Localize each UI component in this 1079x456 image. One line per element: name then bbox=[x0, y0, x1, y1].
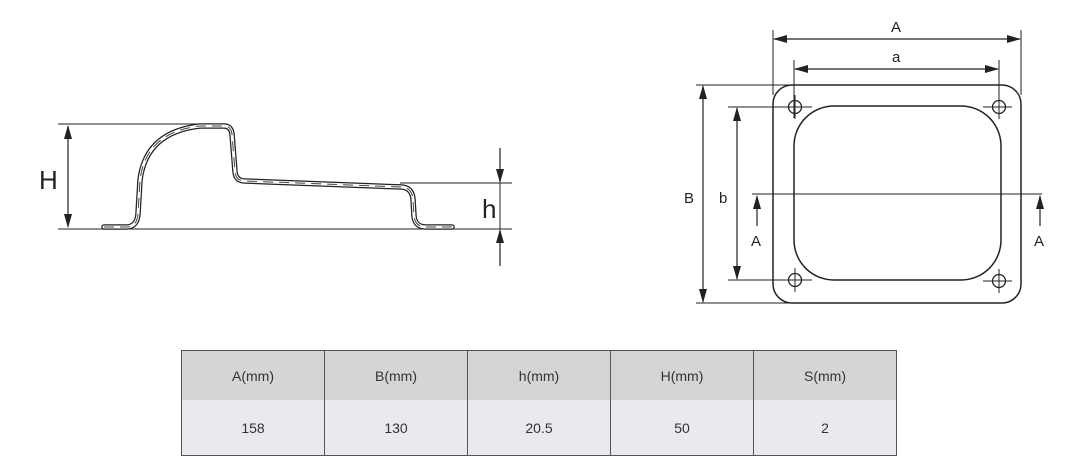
label-A-width: A bbox=[891, 19, 902, 36]
spec-table: A(mm) B(mm) h(mm) H(mm) S(mm) 158 130 20… bbox=[181, 350, 897, 456]
side-view-profile bbox=[58, 123, 512, 266]
cell-A: 158 bbox=[181, 400, 325, 456]
sheet-profile-outline bbox=[101, 123, 455, 230]
label-section-A-right: A bbox=[1034, 233, 1045, 250]
header-H: H(mm) bbox=[610, 350, 754, 400]
header-B: B(mm) bbox=[324, 350, 468, 400]
header-h: h(mm) bbox=[467, 350, 611, 400]
sheet-profile-hatch bbox=[104, 125, 452, 228]
table-row: 158 130 20.5 50 2 bbox=[181, 400, 897, 456]
spec-table-header-row: A(mm) B(mm) h(mm) H(mm) S(mm) bbox=[181, 350, 897, 400]
mounting-hole-bottom-right bbox=[983, 269, 1012, 293]
label-b-length: b bbox=[719, 190, 728, 207]
cell-S: 2 bbox=[753, 400, 897, 456]
cell-B: 130 bbox=[324, 400, 468, 456]
label-h: h bbox=[482, 194, 497, 224]
label-section-A-left: A bbox=[751, 233, 762, 250]
plate-opening bbox=[793, 105, 1002, 281]
label-B-length: B bbox=[684, 190, 695, 207]
label-H: H bbox=[39, 165, 58, 195]
header-S: S(mm) bbox=[753, 350, 897, 400]
mounting-hole-bottom-left bbox=[783, 268, 812, 292]
top-view-plate bbox=[696, 30, 1044, 304]
cell-H: 50 bbox=[610, 400, 754, 456]
label-a-width: a bbox=[892, 49, 901, 66]
mounting-hole-top-left bbox=[783, 95, 812, 119]
mounting-hole-top-right bbox=[983, 95, 1012, 119]
cell-h: 20.5 bbox=[467, 400, 611, 456]
header-A: A(mm) bbox=[181, 350, 325, 400]
